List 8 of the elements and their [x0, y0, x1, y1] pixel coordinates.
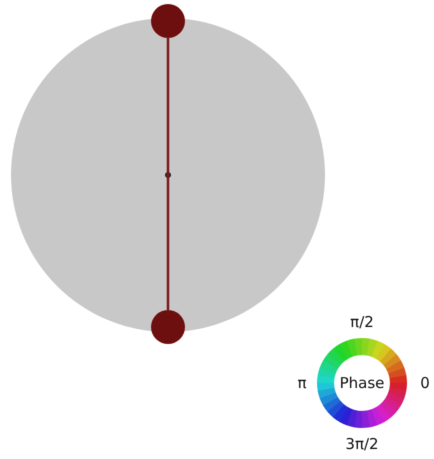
state-dot — [151, 310, 185, 344]
phase-tick-label: 3π/2 — [345, 435, 379, 453]
phase-tick-label: 0 — [420, 374, 430, 392]
phase-tick-label: π — [297, 374, 307, 392]
wheel-title: Phase — [340, 374, 384, 392]
phase-tick-label: π/2 — [350, 313, 374, 331]
state-dot — [151, 4, 185, 38]
connector-line — [166, 38, 170, 310]
